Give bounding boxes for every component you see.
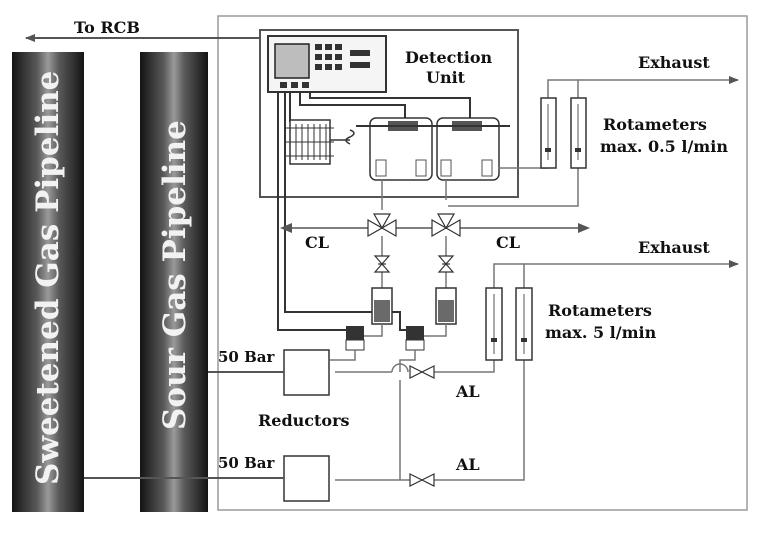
filter-right: [435, 287, 457, 325]
valve-cl-right: [431, 213, 461, 238]
exhaust-mid-label: Exhaust: [638, 238, 710, 257]
rotameters-mid-label-1: Rotameters: [548, 301, 652, 320]
cl-right-label: CL: [496, 233, 520, 252]
reductor-top: [283, 349, 330, 396]
reductors-label: Reductors: [258, 411, 350, 430]
detection-cell-left: [369, 117, 433, 181]
reductor-bottom: [283, 455, 330, 502]
station-frame: [217, 15, 748, 511]
al-top-label: AL: [455, 382, 480, 401]
filter-left: [371, 287, 393, 325]
sour-gas-pipeline: Sour Gas Pipeline: [140, 52, 208, 512]
bar-top-label: 50 Bar: [218, 348, 275, 366]
bar-bottom-label: 50 Bar: [218, 454, 275, 472]
rotameters-top-label-1: Rotameters: [603, 115, 707, 134]
sample-lines-lower: [330, 260, 739, 481]
needle-valve-left: [373, 255, 391, 273]
valve-al-top: [409, 365, 435, 379]
sample-lines-middle: [381, 236, 447, 288]
needle-valve-right: [437, 255, 455, 273]
heater-fins: [286, 124, 334, 160]
analyzer-wires: [277, 92, 471, 331]
detection-unit-label-1: Detection: [405, 48, 493, 67]
cl-left-label: CL: [305, 233, 329, 252]
sample-lines-top: [381, 76, 739, 210]
rotameter-large-2: [515, 287, 533, 361]
valve-cl-left: [367, 213, 397, 238]
to-rcb-label: To RCB: [74, 18, 140, 37]
detection-unit-label-2: Unit: [426, 68, 466, 87]
analyzer-keypad: [280, 44, 370, 88]
sweetened-pipeline-label: Sweetened Gas Pipeline: [30, 71, 66, 485]
detection-cell-right: [436, 117, 500, 181]
exhaust-top-label: Exhaust: [638, 53, 710, 72]
rotameters-top-label-2: max. 0.5 l/min: [600, 137, 728, 156]
al-bottom-label: AL: [455, 455, 480, 474]
solenoid-left: [346, 326, 364, 340]
rotameter-large-1: [485, 287, 503, 361]
sour-pipeline-label: Sour Gas Pipeline: [157, 120, 193, 430]
valve-al-bottom: [409, 473, 435, 487]
rotameter-small-1: [540, 97, 557, 169]
analyzer-screen: [274, 43, 310, 79]
rotameter-small-2: [570, 97, 587, 169]
rotameters-mid-label-2: max. 5 l/min: [545, 323, 657, 342]
solenoid-right: [406, 326, 424, 340]
sweetened-gas-pipeline: Sweetened Gas Pipeline: [12, 52, 84, 512]
